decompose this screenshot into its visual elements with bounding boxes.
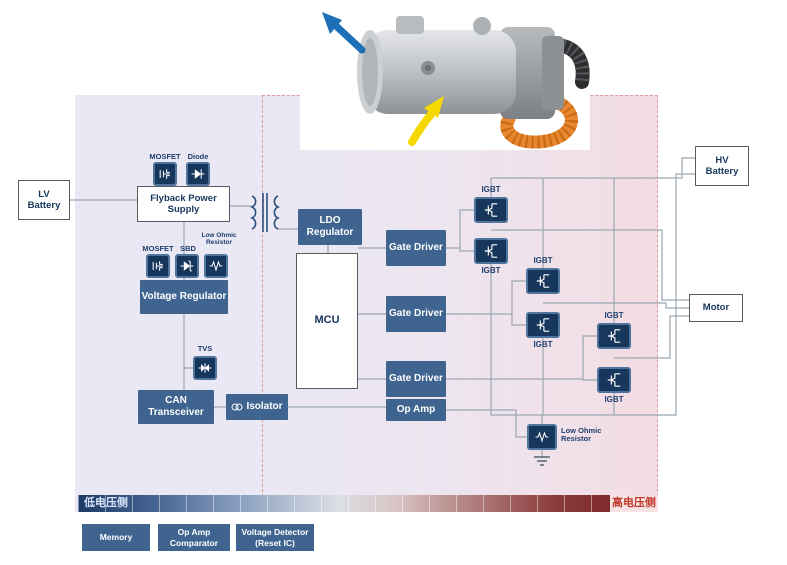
- can-transceiver-label: CAN Transceiver: [148, 395, 204, 418]
- igbt-c1-label: IGBT: [604, 311, 624, 320]
- igbt-c1-icon: [597, 323, 631, 349]
- igbt-a2-icon: [474, 238, 508, 264]
- ldo-regulator-box: LDO Regulator: [298, 209, 362, 245]
- igbt-b1-label: IGBT: [533, 256, 553, 265]
- isolator-icon: [231, 403, 243, 411]
- diode-label: Diode: [187, 152, 209, 161]
- gate-driver-3-label: Gate Driver: [389, 373, 443, 384]
- igbt-c2-icon: [597, 367, 631, 393]
- voltage-gradient-bar: [78, 495, 658, 512]
- sbd-label: SBD: [180, 244, 196, 253]
- mosfet-icon: [153, 162, 177, 186]
- isolator-box: Isolator: [226, 394, 288, 420]
- igbt-a1-icon: [474, 197, 508, 223]
- high-voltage-side-label: 高电压侧: [610, 495, 658, 512]
- mosfet2-icon: [146, 254, 170, 278]
- motor-label: Motor: [702, 302, 730, 314]
- igbt-c2-label: IGBT: [604, 395, 624, 404]
- orange-hose: [500, 93, 578, 149]
- mosfet-label: MOSFET: [149, 152, 181, 161]
- memory-box: Memory: [82, 524, 150, 551]
- blue-arrow-icon: [322, 12, 366, 54]
- motor-box: Motor: [689, 294, 743, 322]
- tvs-icon: [193, 356, 217, 380]
- igbt-b1-icon: [526, 268, 560, 294]
- lv-battery-label: LV Battery: [27, 188, 61, 211]
- shunt-resistor-icon: [527, 424, 557, 450]
- gate-driver-1-label: Gate Driver: [389, 242, 443, 253]
- gate-driver-2-label: Gate Driver: [389, 308, 443, 319]
- mcu-box: MCU: [296, 253, 358, 389]
- lv-battery-box: LV Battery: [18, 180, 70, 220]
- voltage-detector-box: Voltage Detector (Reset IC): [236, 524, 314, 551]
- memory-label: Memory: [99, 532, 133, 543]
- gate-driver-1-box: Gate Driver: [386, 230, 446, 266]
- isolator-label: Isolator: [246, 401, 283, 412]
- e-compressor-image: [300, 2, 590, 150]
- op-amp-label: Op Amp: [396, 404, 436, 415]
- igbt-a2-label: IGBT: [481, 266, 501, 275]
- shunt-resistor-label: Low Ohmic Resistor: [561, 426, 602, 444]
- diode-icon: [186, 162, 210, 186]
- can-transceiver-box: CAN Transceiver: [138, 390, 214, 424]
- low-ohmic-resistor-icon: [204, 254, 228, 278]
- gate-driver-2-box: Gate Driver: [386, 296, 446, 332]
- hv-battery-label: HV Battery: [705, 154, 739, 177]
- flyback-power-supply-box: Flyback Power Supply: [137, 186, 230, 222]
- op-amp-comparator-box: Op Amp Comparator: [158, 524, 230, 551]
- igbt-b2-icon: [526, 312, 560, 338]
- tvs-label: TVS: [197, 344, 213, 353]
- mosfet2-label: MOSFET: [142, 244, 174, 253]
- ldo-regulator-label: LDO Regulator: [306, 215, 354, 238]
- low-voltage-side-label: 低电压侧: [84, 497, 128, 509]
- sbd-icon: [175, 254, 199, 278]
- voltage-regulator-box: Voltage Regulator: [140, 280, 228, 314]
- op-amp-comparator-label: Op Amp Comparator: [169, 527, 219, 548]
- op-amp-box: Op Amp: [386, 399, 446, 421]
- mcu-label: MCU: [314, 314, 340, 327]
- yellow-arrow-icon: [408, 96, 444, 146]
- gate-driver-3-box: Gate Driver: [386, 361, 446, 397]
- low-ohmic-resistor-label: Low Ohmic Resistor: [201, 232, 237, 247]
- hv-battery-box: HV Battery: [695, 146, 749, 186]
- igbt-b2-label: IGBT: [533, 340, 553, 349]
- flyback-label: Flyback Power Supply: [150, 192, 217, 215]
- igbt-a1-label: IGBT: [481, 185, 501, 194]
- voltage-detector-label: Voltage Detector (Reset IC): [241, 527, 309, 548]
- voltage-regulator-label: Voltage Regulator: [141, 291, 227, 302]
